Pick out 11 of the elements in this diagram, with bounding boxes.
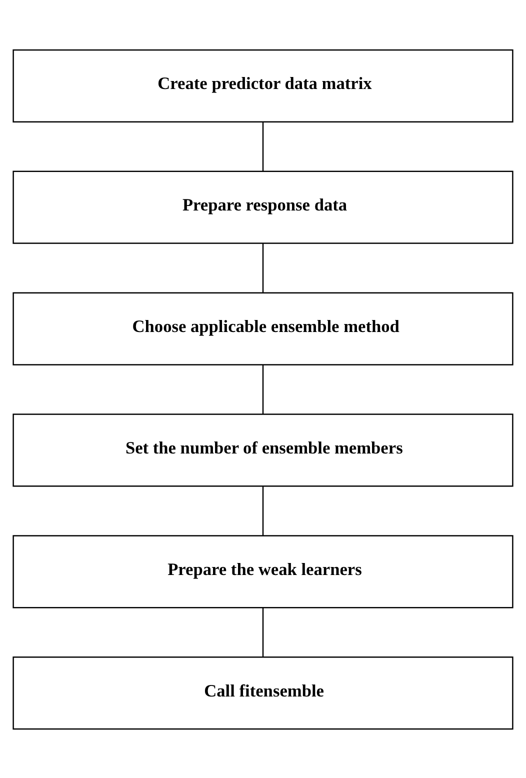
node-box: Call fitensemble (12, 656, 514, 730)
node-box: Prepare response data (12, 170, 514, 244)
connector (262, 242, 264, 292)
node-box: Prepare the weak learners (12, 534, 514, 608)
connector (262, 486, 264, 535)
connector (262, 121, 264, 171)
node-box: Choose applicable ensemble method (12, 292, 514, 365)
connector (262, 364, 264, 414)
node-box: Set the number of ensemble members (12, 413, 514, 486)
connector (262, 607, 264, 656)
node-box: Create predictor data matrix (12, 48, 514, 122)
